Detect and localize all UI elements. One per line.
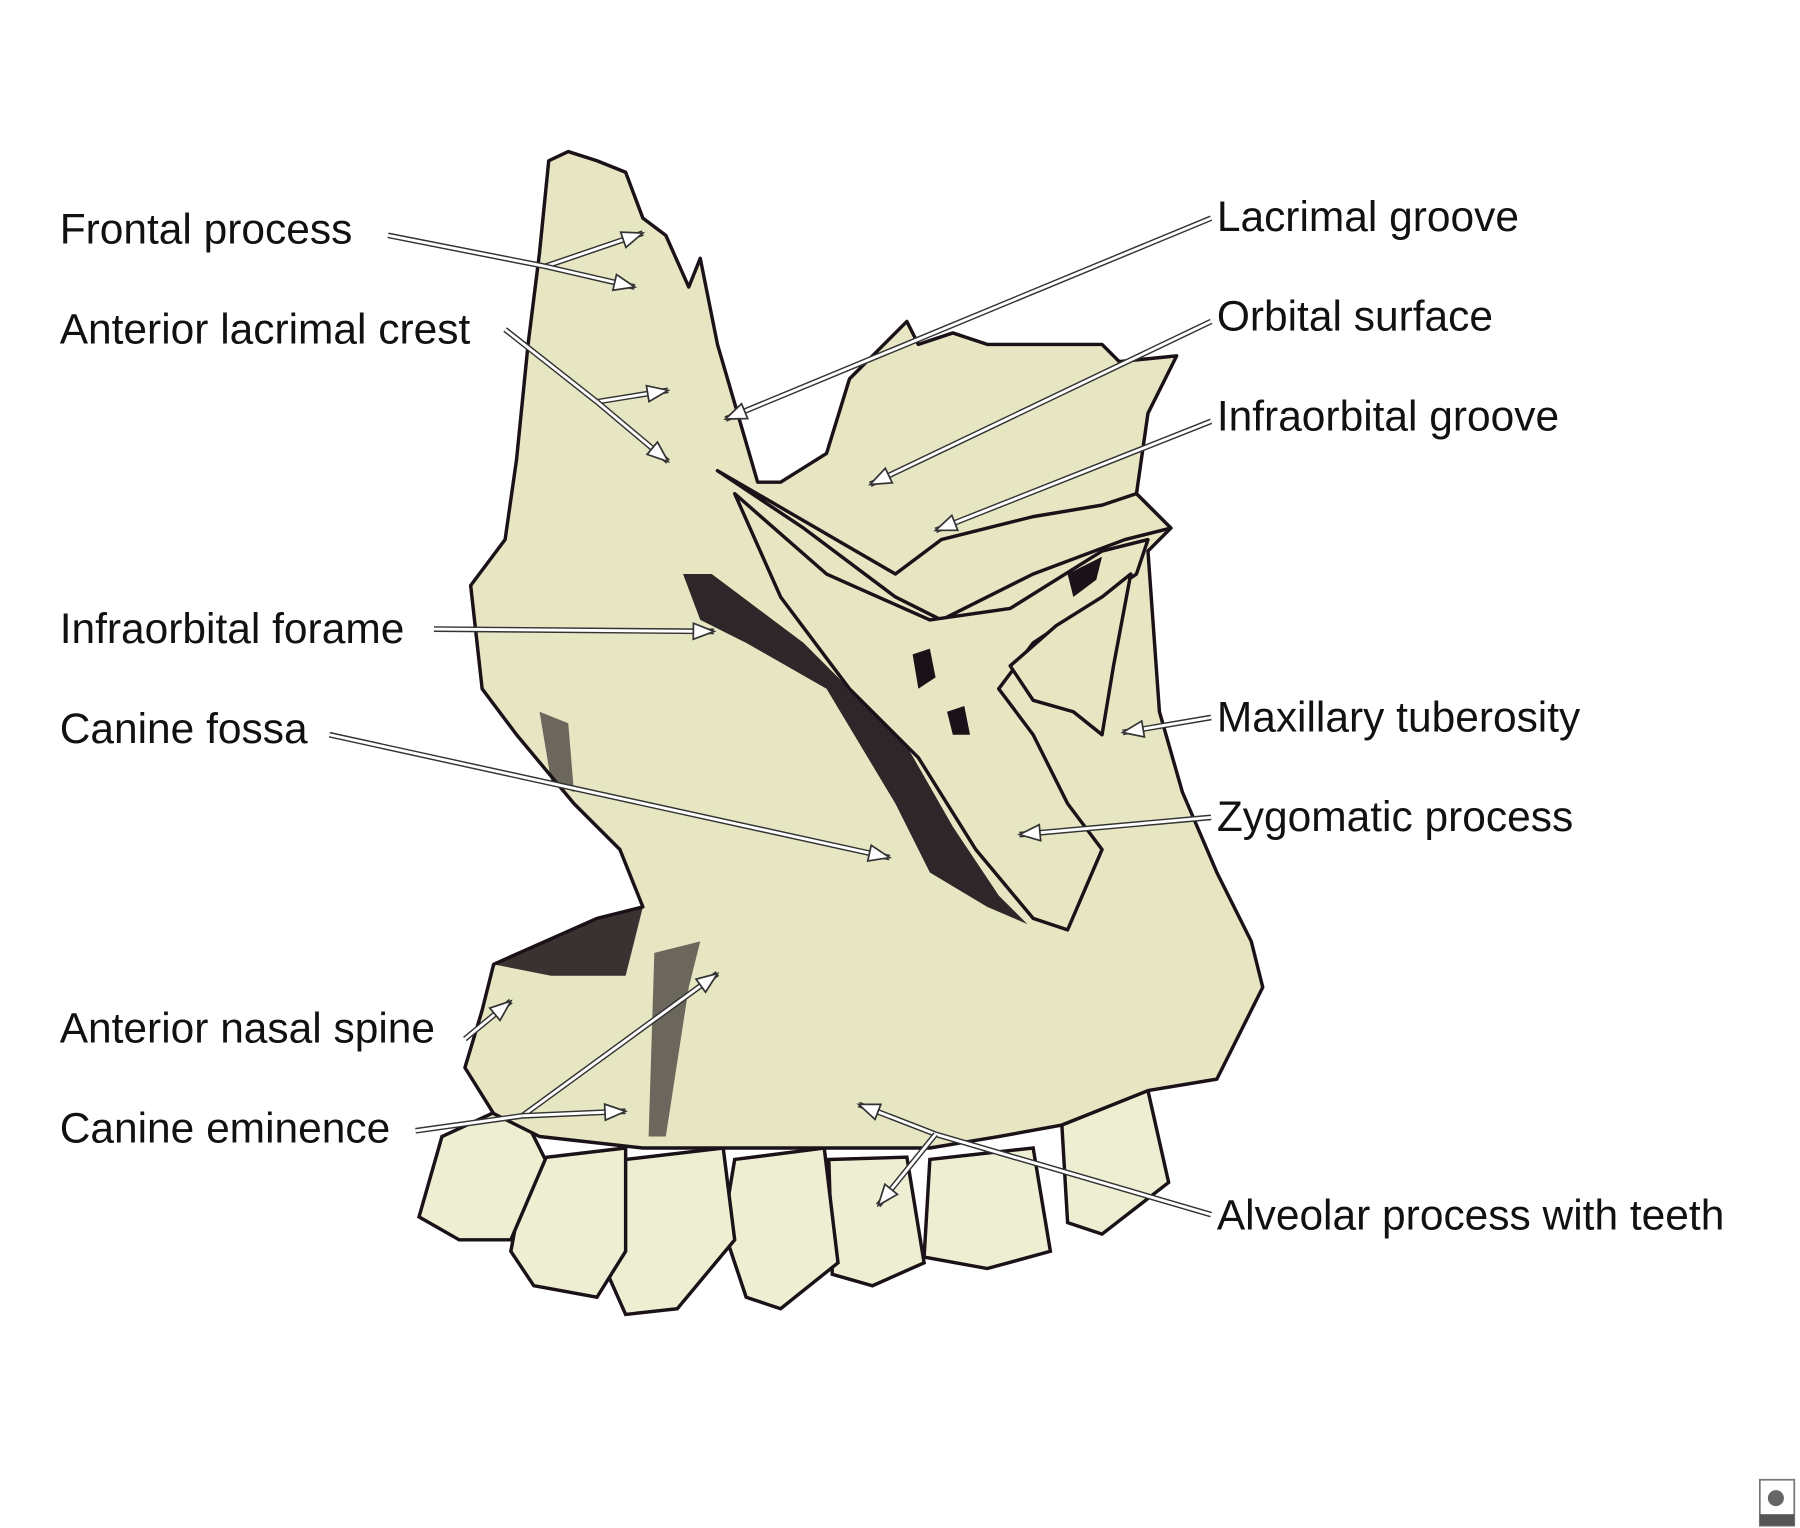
pointer-line bbox=[415, 1114, 523, 1133]
label-lacrimal-groove: Lacrimal groove bbox=[1217, 193, 1519, 240]
arrowhead bbox=[1120, 719, 1146, 739]
label-alveolar-process: Alveolar process with teeth bbox=[1217, 1191, 1725, 1238]
label-maxillary-tuberosity: Maxillary tuberosity bbox=[1217, 693, 1581, 740]
label-zygomatic-process: Zygomatic process bbox=[1217, 793, 1573, 840]
label-canine-eminence: Canine eminence bbox=[60, 1104, 391, 1151]
arrowhead bbox=[933, 513, 960, 532]
pointer-line bbox=[521, 972, 719, 1118]
arrowhead bbox=[645, 384, 671, 403]
left-labels: Frontal process Anterior lacrimal crest … bbox=[60, 205, 471, 1151]
label-canine-fossa: Canine fossa bbox=[60, 705, 308, 752]
label-infraorbital-forame: Infraorbital forame bbox=[60, 605, 405, 652]
maxilla-bone bbox=[416, 149, 1265, 1317]
right-labels: Lacrimal groove Orbital surface Infraorb… bbox=[1217, 193, 1725, 1239]
arrowhead bbox=[603, 1102, 629, 1122]
logo bbox=[1758, 1478, 1796, 1527]
label-infraorbital-groove: Infraorbital groove bbox=[1217, 393, 1559, 440]
label-anterior-lacrimal-crest: Anterior lacrimal crest bbox=[60, 305, 471, 352]
arrowhead bbox=[856, 1103, 883, 1121]
arrowhead bbox=[692, 621, 717, 641]
label-anterior-nasal-spine: Anterior nasal spine bbox=[60, 1004, 435, 1051]
arrowhead bbox=[611, 273, 638, 292]
arrowhead bbox=[723, 402, 749, 420]
pointer-line bbox=[504, 328, 598, 403]
arrowhead bbox=[868, 466, 894, 486]
pointer-line bbox=[724, 216, 1212, 421]
pointer-line bbox=[1019, 815, 1212, 837]
label-orbital-surface: Orbital surface bbox=[1217, 293, 1493, 340]
pointer-line bbox=[387, 233, 546, 268]
pointer-line bbox=[935, 1132, 1212, 1216]
pointer-lines bbox=[328, 215, 1213, 1218]
arrowhead bbox=[619, 231, 646, 249]
arrowhead bbox=[645, 440, 670, 464]
arrowhead bbox=[866, 843, 892, 863]
arrowhead bbox=[1017, 823, 1042, 842]
pointer-line bbox=[433, 627, 715, 633]
pointer-line bbox=[329, 733, 890, 859]
arrowhead bbox=[876, 1182, 899, 1208]
arrowhead bbox=[488, 999, 513, 1022]
label-frontal-process: Frontal process bbox=[60, 205, 353, 252]
pointer-line bbox=[869, 320, 1212, 486]
arrowhead bbox=[694, 972, 720, 994]
pointer-line bbox=[935, 419, 1212, 532]
